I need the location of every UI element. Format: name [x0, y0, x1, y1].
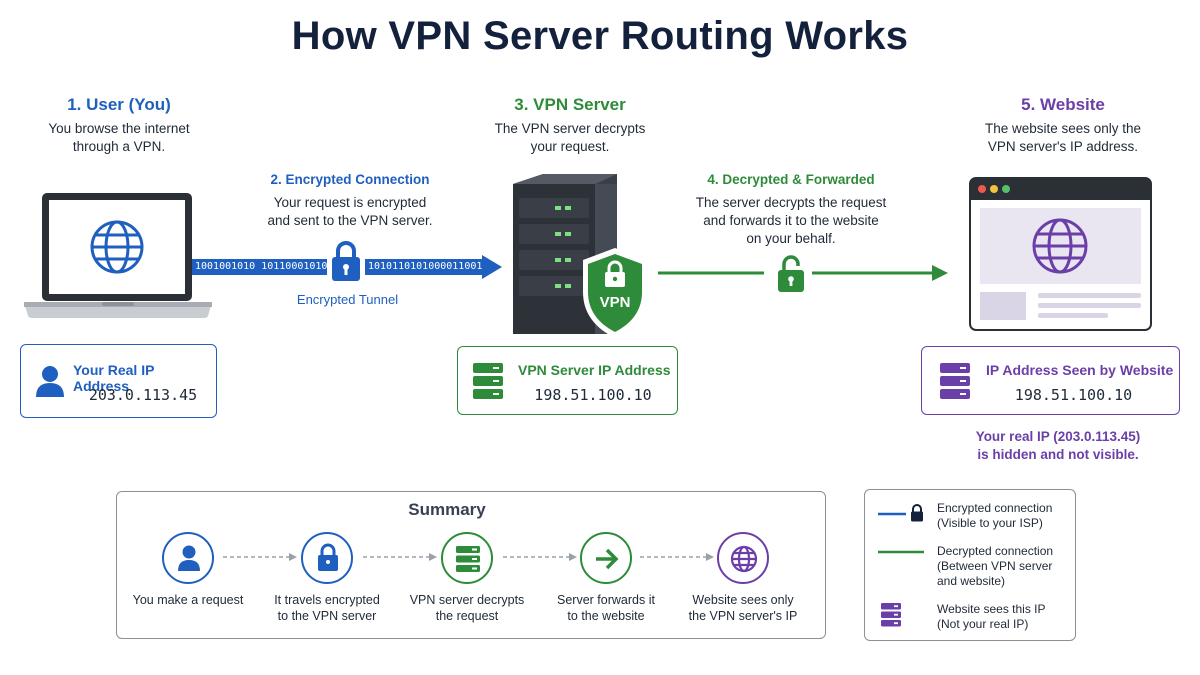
lock-icon [911, 504, 923, 522]
summary-circle-1 [162, 532, 214, 584]
summary-box: Summary You make a request It travels en… [116, 491, 826, 639]
summary-text-1: You make a request [132, 593, 244, 607]
globe-icon [90, 220, 144, 274]
server-ip-box: VPN Server IP Address 198.51.100.10 [457, 346, 678, 415]
user-icon [178, 545, 200, 571]
page-title: How VPN Server Routing Works [291, 14, 909, 58]
legend-encrypted-swatch [878, 504, 923, 522]
summary-text-5: Website sees only the VPN server's IP [688, 593, 798, 623]
summary-text-2: It travels encrypted to the VPN server [274, 593, 380, 623]
decrypted-arrow [658, 265, 948, 281]
summary-connectors [223, 553, 714, 561]
vpn-server-icon [513, 174, 647, 338]
hidden-ip-note: Your real IP (203.0.113.45) is hidden an… [975, 429, 1141, 462]
laptop-icon [24, 193, 212, 318]
server-ip-label: VPN Server IP Address [518, 362, 671, 378]
shield-icon [583, 248, 647, 338]
step-server-heading: 3. VPN Server [514, 95, 626, 114]
server-icon [881, 603, 901, 627]
legend-box: Encrypted connection (Visible to your IS… [864, 489, 1076, 641]
lock-icon [318, 543, 338, 571]
seen-ip-label: IP Address Seen by Website [986, 362, 1174, 378]
real-ip-box: Your Real IP Address 203.0.113.45 [20, 344, 217, 418]
browser-window-icon [969, 177, 1152, 331]
step-website-heading: 5. Website [1021, 95, 1105, 114]
seen-ip-value: 198.51.100.10 [1014, 386, 1133, 404]
summary-text-3: VPN server decrypts the request [409, 593, 525, 623]
encrypted-tunnel-label: Encrypted Tunnel [296, 292, 399, 307]
summary-circle-2 [301, 532, 353, 584]
real-ip-label: Your Real IP Address [73, 362, 155, 394]
real-ip-value: 203.0.113.45 [88, 386, 198, 404]
step-encrypted-description: Your request is encrypted and sent to th… [267, 195, 433, 228]
server-icon [473, 363, 503, 399]
globe-icon [730, 545, 758, 573]
summary-title: Summary [408, 500, 486, 519]
step-user-heading: 1. User (You) [67, 95, 171, 114]
legend-decrypted-swatch [878, 550, 924, 554]
server-icon [456, 546, 480, 572]
step-website-description: The website sees only the VPN server's I… [984, 121, 1142, 154]
step-user-description: You browse the internet through a VPN. [48, 121, 190, 154]
summary-circle-4 [580, 532, 632, 584]
user-icon [36, 366, 64, 397]
legend-text-encrypted: Encrypted connection (Visible to your IS… [937, 501, 1053, 530]
summary-circle-5 [717, 532, 769, 584]
step-forward-description: The server decrypts the request and forw… [695, 195, 887, 246]
arrow-right-icon [596, 548, 619, 570]
server-icon [940, 363, 970, 399]
globe-icon [1032, 218, 1088, 274]
step-server-description: The VPN server decrypts your request. [494, 121, 646, 154]
encrypted-bits-left: 1001001010 10110001010 [192, 259, 327, 275]
unlock-icon [778, 255, 804, 292]
legend-text-decrypted: Decrypted connection (Between VPN server… [937, 544, 1054, 588]
seen-ip-box: IP Address Seen by Website 198.51.100.10 [921, 346, 1180, 415]
server-ip-value: 198.51.100.10 [534, 386, 652, 404]
step-encrypted-heading: 2. Encrypted Connection [270, 172, 430, 187]
summary-text-4: Server forwards it to the website [557, 593, 655, 623]
step-forward-heading: 4. Decrypted & Forwarded [707, 172, 875, 187]
lock-icon [332, 241, 360, 281]
legend-text-website-ip: Website sees this IP (Not your real IP) [937, 602, 1046, 631]
encrypted-bits-right: 10101101010000110010 [365, 259, 488, 275]
shield-vpn-text: VPN [599, 294, 631, 311]
encrypted-arrow-head [482, 255, 502, 279]
summary-circle-3 [441, 532, 493, 584]
